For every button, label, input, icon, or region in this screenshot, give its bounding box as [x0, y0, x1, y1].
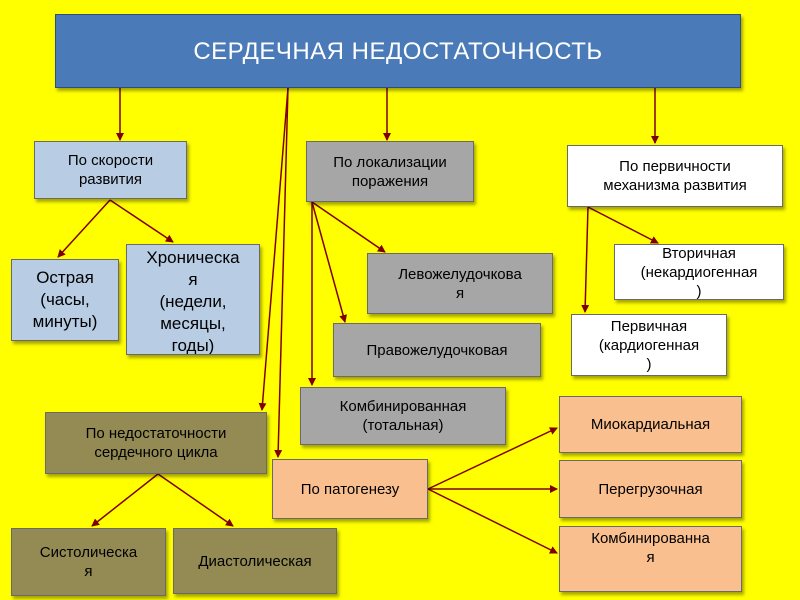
- arrow-cycle-to-systolic: [91, 473, 159, 527]
- pathogenesis-myocardial: Миокардиальная: [559, 396, 742, 453]
- category-cycle: По недостаточности сердечного цикла: [45, 412, 267, 474]
- arrow-title-to-cycle: [258, 87, 289, 411]
- pathogenesis-overload: Перегрузочная: [559, 460, 742, 518]
- arrow-pathogenesis-to-combined: [427, 488, 558, 554]
- arrow-speed-to-acute: [57, 199, 111, 258]
- pathogenesis-combined: Комбинированна я: [559, 526, 742, 592]
- arrow-primacy-to-primary: [581, 206, 590, 313]
- arrow-title-to-pathogenesis: [274, 87, 289, 458]
- speed-acute: Острая (часы, минуты): [11, 259, 119, 341]
- main-title: СЕРДЕЧНАЯ НЕДОСТАТОЧНОСТЬ: [55, 14, 741, 88]
- arrow-pathogenesis-to-myocardial: [427, 427, 558, 490]
- arrow-localization-to-right: [311, 201, 348, 323]
- arrow-primacy-to-secondary: [587, 206, 659, 244]
- category-localization: По локализации поражения: [306, 141, 474, 202]
- category-primacy: По первичности механизма развития: [567, 145, 783, 207]
- arrow-cycle-to-diastolic: [157, 473, 234, 527]
- localization-right: Правожелудочковая: [333, 323, 541, 377]
- cycle-diastolic: Диастолическая: [173, 528, 337, 594]
- cycle-systolic: Систолическа я: [11, 528, 166, 596]
- category-pathogenesis: По патогенезу: [272, 459, 428, 519]
- primacy-primary: Первичная (кардиогенная ): [571, 314, 727, 376]
- primacy-secondary: Вторичная (некардиогенная ): [614, 244, 784, 300]
- arrow-speed-to-chronic: [109, 199, 174, 243]
- category-speed: По скорости развития: [34, 141, 187, 199]
- arrow-localization-to-left: [311, 201, 386, 253]
- speed-chronic: Хроническа я (недели, месяцы, годы): [126, 244, 260, 355]
- localization-combined: Комбинированная (тотальная): [300, 387, 506, 445]
- localization-left: Левожелудочкова я: [367, 253, 553, 314]
